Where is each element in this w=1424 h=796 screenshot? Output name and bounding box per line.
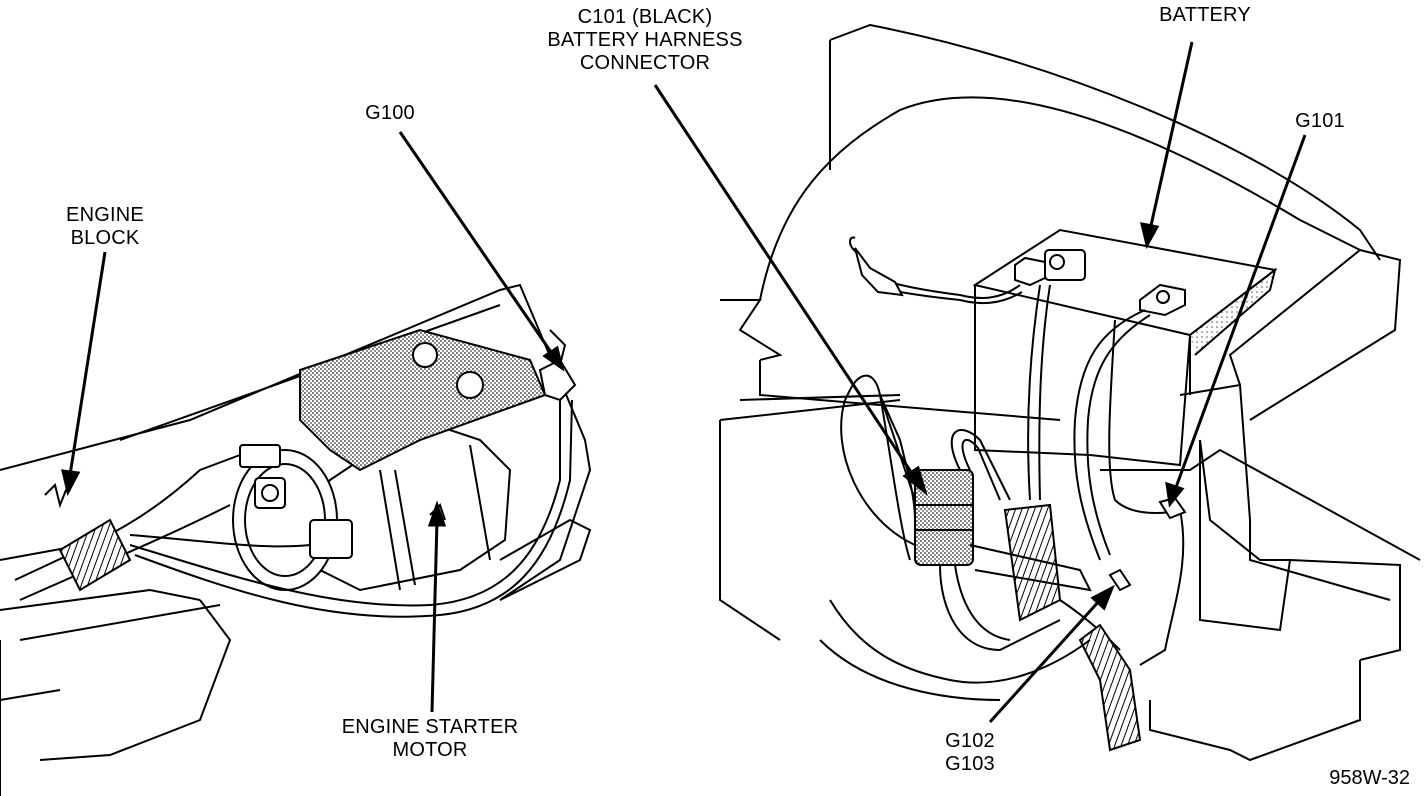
battery-box bbox=[972, 228, 1278, 467]
g102-leader bbox=[988, 584, 1115, 724]
engine-block-lower bbox=[0, 599, 232, 796]
c101-label-line2: BATTERY HARNESS bbox=[547, 29, 743, 51]
main-harness bbox=[819, 374, 1142, 752]
starter-harness bbox=[14, 399, 573, 618]
starter-label-line1: ENGINE STARTER bbox=[341, 716, 519, 738]
c101-label-line1: C101 (BLACK) bbox=[577, 6, 713, 28]
g100-label: G100 bbox=[365, 102, 415, 124]
c101-label: C101 (BLACK) BATTERY HARNESS CONNECTOR bbox=[545, 6, 745, 75]
g100-leader bbox=[398, 131, 565, 372]
engine-block-label: ENGINE BLOCK bbox=[55, 204, 155, 250]
c101-label-line3: CONNECTOR bbox=[579, 52, 711, 74]
g102-g103-label: G102 G103 bbox=[930, 730, 1010, 776]
g101-leader bbox=[1165, 134, 1307, 508]
leader-lines bbox=[61, 41, 1307, 724]
starter-terminal bbox=[239, 444, 353, 559]
battery-tray bbox=[1100, 448, 1421, 561]
fender-panel bbox=[829, 23, 1381, 261]
engine-block-label-line1: ENGINE bbox=[66, 204, 144, 226]
right-illustration bbox=[719, 23, 1421, 762]
starter-label-line2: MOTOR bbox=[392, 739, 468, 761]
starter-label: ENGINE STARTER MOTOR bbox=[330, 716, 530, 762]
starter-solenoid-cover bbox=[299, 328, 547, 472]
left-illustration bbox=[0, 283, 592, 796]
g103-label: G103 bbox=[945, 753, 995, 775]
battery-cables bbox=[849, 236, 1185, 666]
g102-label: G102 bbox=[945, 730, 995, 752]
battery-leader bbox=[1139, 41, 1194, 250]
g101-label: G101 bbox=[1295, 110, 1345, 132]
figure-id: 958W-32 bbox=[1329, 767, 1410, 789]
c101-leader bbox=[653, 84, 928, 497]
engine-block-label-line2: BLOCK bbox=[70, 227, 140, 249]
battery-label: BATTERY bbox=[1159, 4, 1251, 26]
engine-block-leader bbox=[61, 251, 107, 497]
harness-sleeve bbox=[58, 518, 132, 592]
starter-leader bbox=[427, 500, 447, 713]
